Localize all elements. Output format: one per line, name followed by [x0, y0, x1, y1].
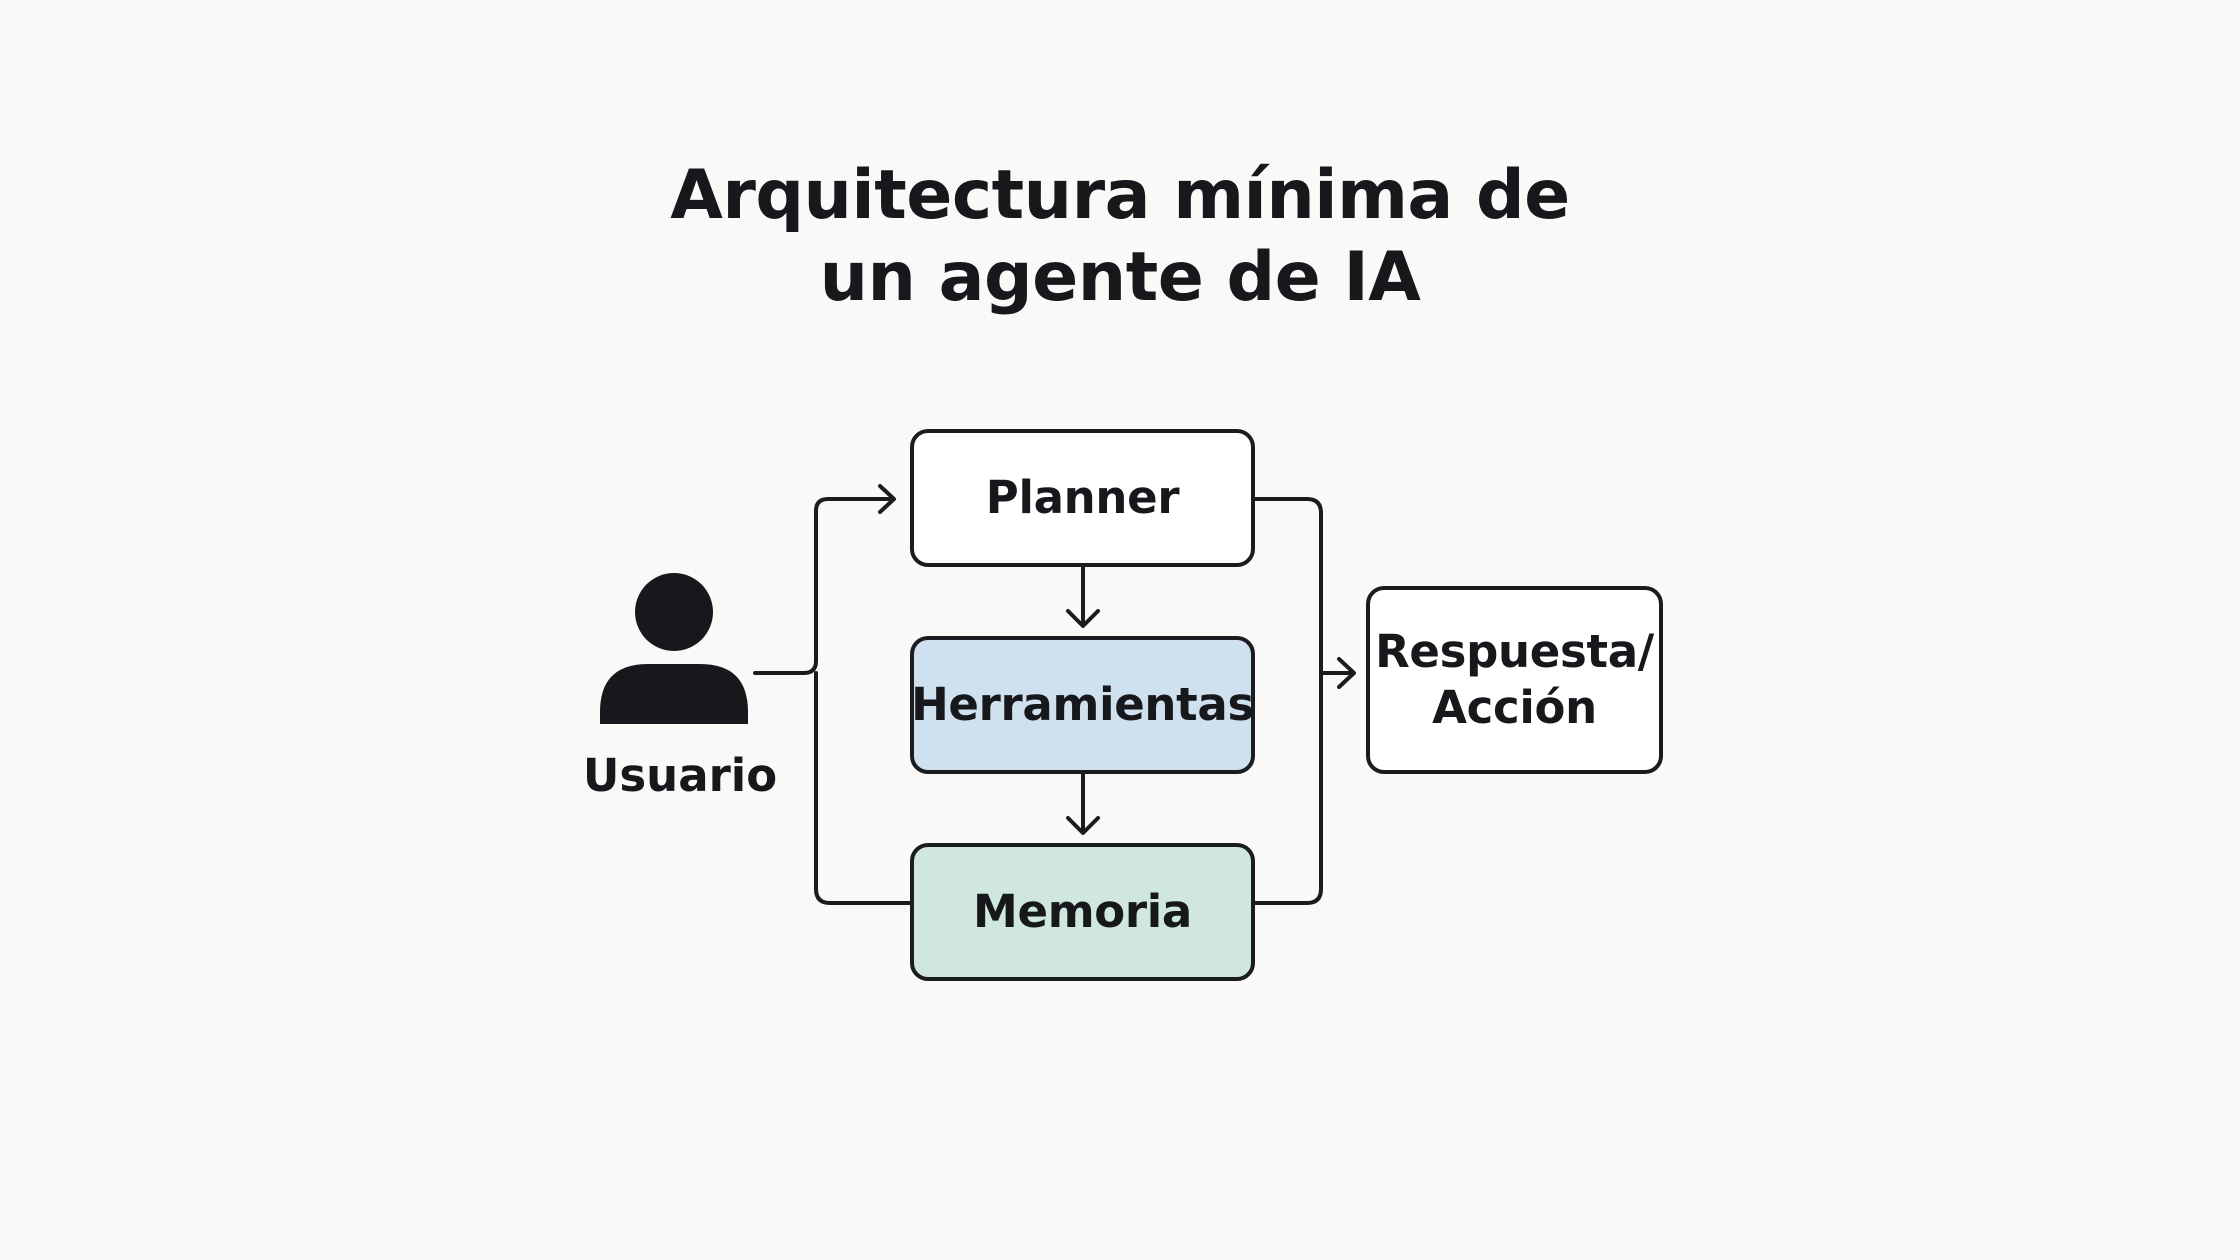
- arrowhead-to-planner: [878, 484, 896, 514]
- title-line-2: un agente de IA: [819, 238, 1421, 317]
- memory-node: Memoria: [910, 843, 1255, 981]
- tools-label: Herramientas: [911, 678, 1254, 731]
- memory-label: Memoria: [973, 885, 1192, 938]
- planner-label: Planner: [985, 471, 1180, 524]
- output-label-line-2: Acción: [1432, 681, 1597, 734]
- edge-planner-to-trunk: [1253, 497, 1323, 905]
- arrowhead-to-output: [1337, 657, 1356, 689]
- edge-memory-to-trunk: [814, 671, 912, 905]
- arrowhead-to-memory: [1066, 816, 1100, 835]
- output-label-line-1: Respuesta/: [1375, 625, 1654, 678]
- user-icon: [600, 573, 748, 724]
- planner-node: Planner: [910, 429, 1255, 567]
- title-line-1: Arquitectura mínima de: [670, 156, 1570, 235]
- output-label: Respuesta/ Acción: [1375, 624, 1654, 736]
- arrowhead-to-tools: [1066, 609, 1100, 628]
- edge-user-to-trunk: [753, 497, 894, 675]
- user-label: Usuario: [582, 749, 778, 802]
- tools-node: Herramientas: [910, 636, 1255, 774]
- output-node: Respuesta/ Acción: [1366, 586, 1663, 774]
- diagram-title: Arquitectura mínima de un agente de IA: [620, 155, 1620, 319]
